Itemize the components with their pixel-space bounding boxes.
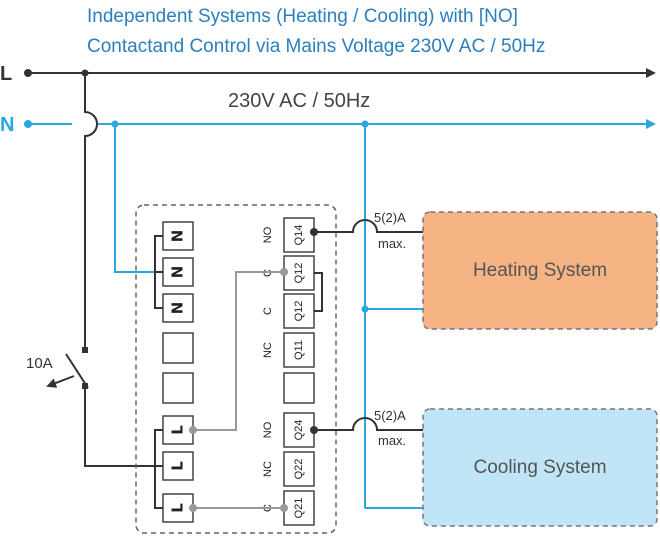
terminal-q12-a-label: Q12: [293, 263, 305, 284]
cooling-system-label: Cooling System: [473, 457, 606, 478]
terminal-q14-label: Q14: [293, 225, 305, 246]
terminal-empty-1: [162, 332, 194, 364]
terminal-q24-label: Q24: [293, 420, 305, 441]
heating-system-box: [422, 211, 658, 330]
heating-system-label: Heating System: [473, 260, 607, 281]
neutral-rail: [24, 119, 656, 129]
fuse-switch: 10A: [26, 353, 89, 389]
live-rail-label: L: [0, 63, 12, 85]
title-line-2: Contactand Control via Mains Voltage 230…: [87, 36, 545, 57]
live-bridge: [154, 429, 163, 509]
terminal-q11-label: Q11: [293, 340, 305, 360]
terminal-q12-b-label: Q12: [293, 301, 305, 322]
title-line-1: Independent Systems (Heating / Cooling) …: [87, 6, 518, 27]
terminal-n-1-label: N: [169, 230, 187, 243]
side-label-no-1: NO: [262, 226, 274, 243]
live-rail: [24, 68, 656, 78]
cooling-rating-unit: max.: [378, 433, 406, 448]
voltage-label: 230V AC / 50Hz: [228, 90, 370, 112]
fuse-label: 10A: [26, 355, 53, 372]
heating-rating-value: 5(2)A: [374, 210, 406, 225]
side-label-c-2: C: [262, 307, 274, 315]
terminal-q22: [283, 451, 315, 487]
cooling-system-box: [422, 408, 658, 527]
terminal-l-3-label: L: [169, 503, 187, 513]
contact-side-labels: NO C C NC NO NC C: [262, 226, 274, 512]
right-terminal-column: Q14 Q12 Q12 Q11 Q24 Q22 Q21: [283, 217, 315, 526]
terminal-n-3: [162, 293, 194, 323]
terminal-q21-label: Q21: [293, 498, 305, 519]
terminal-n-1: [162, 221, 194, 251]
neutral-rail-label: N: [0, 114, 14, 136]
heating-output-wire: [310, 219, 461, 237]
live-drop-wire: [82, 73, 158, 467]
terminal-empty-3: [283, 372, 315, 404]
cooling-output-wire: [310, 417, 461, 435]
q12-bridge: [314, 272, 323, 312]
terminal-q12-b: [283, 293, 315, 329]
neutral-drop-wire: [114, 124, 158, 273]
control-wires: [189, 268, 288, 512]
heating-rating-unit: max.: [378, 236, 406, 251]
left-terminal-column: N N N L L L: [162, 221, 194, 523]
side-label-nc-2: NC: [262, 461, 274, 477]
terminal-block: [135, 204, 337, 534]
side-label-nc-1: NC: [262, 342, 274, 358]
terminal-n-3-label: N: [169, 302, 187, 315]
terminal-l-2: [162, 451, 194, 481]
terminal-q22-label: Q22: [293, 459, 305, 480]
side-label-no-2: NO: [262, 421, 274, 438]
cooling-rating-value: 5(2)A: [374, 408, 406, 423]
terminal-n-2-label: N: [169, 266, 187, 279]
terminal-l-1-label: L: [169, 425, 187, 435]
terminal-q14: [283, 217, 315, 253]
terminal-l-2-label: L: [169, 461, 187, 471]
terminal-q21: [283, 490, 315, 526]
terminal-empty-2: [162, 372, 194, 404]
terminal-q11: [283, 332, 315, 368]
